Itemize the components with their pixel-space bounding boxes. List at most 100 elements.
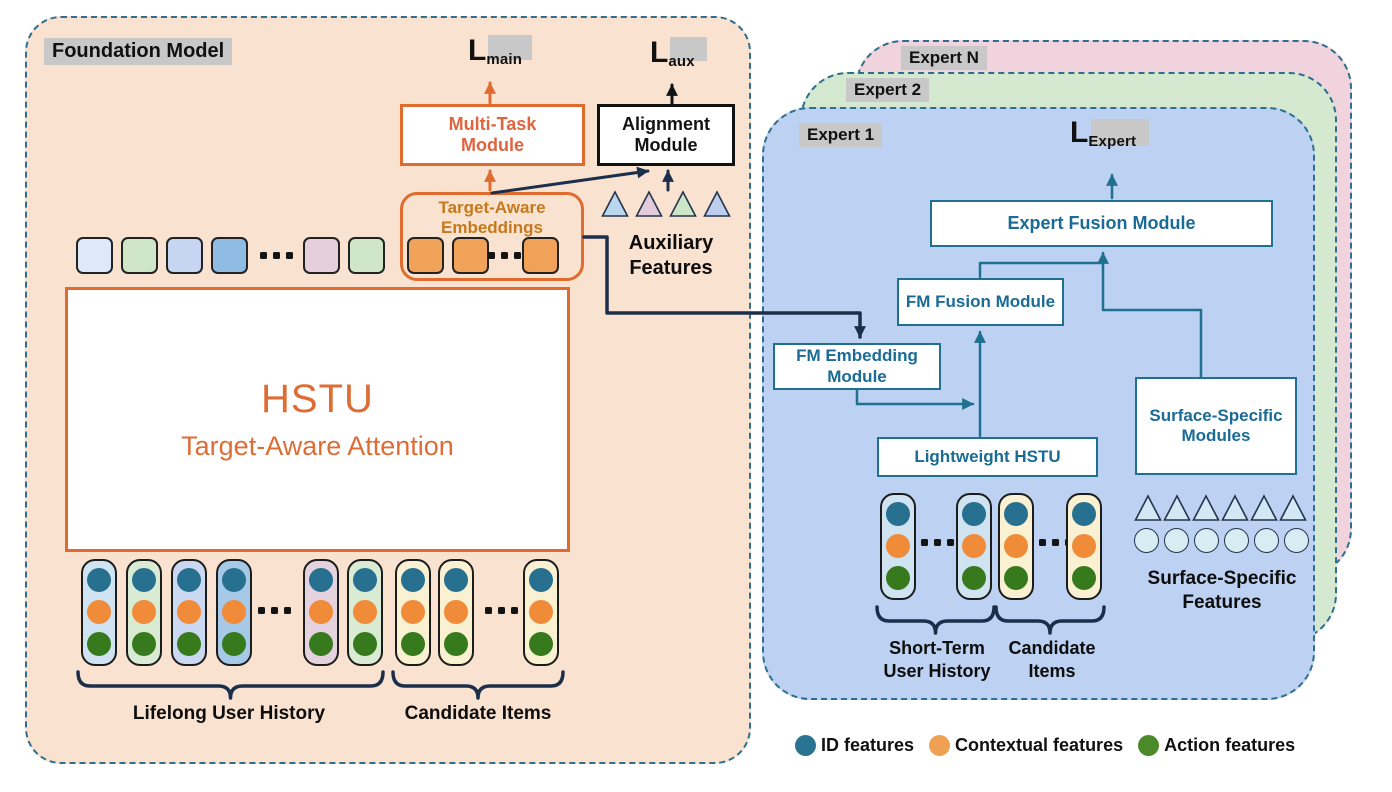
contextual-feature-circle — [529, 600, 553, 624]
contextual-feature-circle — [401, 600, 425, 624]
contextual-feature-circle — [222, 600, 246, 624]
action-feature-circle — [177, 632, 201, 656]
embedding-square — [211, 237, 248, 274]
contextual-feature-circle — [309, 600, 333, 624]
embedding-squares-left — [76, 237, 248, 274]
target-aware-embeddings-label: Target-Aware Embeddings — [438, 198, 546, 238]
candidate-items-label: Candidate Items — [404, 703, 552, 724]
foundation-model-title: Foundation Model — [44, 38, 233, 65]
embedding-square — [121, 237, 158, 274]
legend-label: Action features — [1164, 735, 1296, 755]
action-feature-circle — [222, 632, 246, 656]
expert-candidate-items-label: Candidate Items — [1008, 638, 1096, 681]
legend-color-dot — [795, 735, 816, 756]
contextual-feature-circle — [1072, 534, 1096, 558]
triangle-icon — [1250, 494, 1278, 521]
circle-icon — [1224, 528, 1249, 553]
contextual-feature-circle — [962, 534, 986, 558]
candidate-capsules-right — [523, 559, 559, 666]
short-term-user-history-label: Short-Term User History — [883, 638, 991, 681]
surface-specific-modules-label: Surface-Specific Modules — [1149, 405, 1283, 445]
id-feature-circle — [353, 568, 377, 592]
lifelong-user-history-label: Lifelong User History — [132, 703, 326, 724]
action-feature-circle — [529, 632, 553, 656]
contextual-feature-circle — [132, 600, 156, 624]
circle-icon — [1164, 528, 1189, 553]
expert-n-label: Expert N — [901, 46, 987, 70]
id-feature-circle — [401, 568, 425, 592]
action-feature-circle — [309, 632, 333, 656]
alignment-module-label: Alignment Module — [622, 113, 710, 155]
lightweight-hstu-label: Lightweight HSTU — [914, 446, 1061, 466]
surface-feature-triangles — [1134, 494, 1307, 522]
contextual-feature-circle — [177, 600, 201, 624]
lifelong-capsules-left — [81, 559, 252, 666]
hstu-subtitle: Target-Aware Attention — [181, 431, 454, 462]
circle-icon — [1284, 528, 1309, 553]
lifelong-capsules-right — [303, 559, 383, 666]
ellipsis-dots — [258, 607, 291, 614]
id-feature-circle — [132, 568, 156, 592]
feature-capsule — [303, 559, 339, 666]
multi-task-module-label: Multi-Task Module — [448, 113, 537, 155]
action-feature-circle — [1072, 566, 1096, 590]
loss-aux-highlight — [670, 37, 707, 61]
feature-capsule — [347, 559, 383, 666]
triangle-icon — [1279, 494, 1307, 521]
triangle-icon — [1163, 494, 1191, 521]
id-feature-circle — [1004, 502, 1028, 526]
embedding-square — [166, 237, 203, 274]
action-feature-circle — [886, 566, 910, 590]
ellipsis-dots — [260, 252, 293, 259]
embedding-square — [522, 237, 559, 274]
contextual-feature-circle — [353, 600, 377, 624]
triangle-icon — [1221, 494, 1249, 521]
action-feature-circle — [962, 566, 986, 590]
feature-capsule — [171, 559, 207, 666]
contextual-feature-circle — [886, 534, 910, 558]
auxiliary-feature-triangles — [601, 190, 731, 218]
embedding-square — [407, 237, 444, 274]
alignment-module-box: Alignment Module — [597, 104, 735, 166]
fm-embedding-module-box: FM Embedding Module — [773, 343, 941, 390]
loss-main-symbol: L — [468, 34, 487, 67]
triangle-icon — [601, 190, 629, 217]
feature-capsule — [998, 493, 1034, 600]
id-feature-circle — [1072, 502, 1096, 526]
multi-task-module-box: Multi-Task Module — [400, 104, 585, 166]
feature-capsule — [81, 559, 117, 666]
legend-label: ID features — [821, 735, 915, 755]
id-feature-circle — [444, 568, 468, 592]
id-feature-circle — [962, 502, 986, 526]
hstu-box: HSTU Target-Aware Attention — [65, 287, 570, 552]
expert-candidate-capsules-left — [998, 493, 1034, 600]
short-term-capsules-right — [956, 493, 992, 600]
surface-feature-circles — [1134, 528, 1309, 553]
expert-fusion-module-box: Expert Fusion Module — [930, 200, 1273, 247]
loss-expert-highlight — [1091, 119, 1149, 146]
id-feature-circle — [529, 568, 553, 592]
expert-candidate-capsules-right — [1066, 493, 1102, 600]
loss-aux-subscript: aux — [668, 53, 695, 70]
action-feature-circle — [444, 632, 468, 656]
feature-capsule — [216, 559, 252, 666]
circle-icon — [1194, 528, 1219, 553]
auxiliary-features-label: Auxiliary Features — [628, 232, 714, 279]
embedding-square — [348, 237, 385, 274]
action-feature-circle — [87, 632, 111, 656]
id-feature-circle — [886, 502, 910, 526]
triangle-icon — [703, 190, 731, 217]
id-feature-circle — [309, 568, 333, 592]
ellipsis-dots — [485, 607, 518, 614]
id-feature-circle — [87, 568, 111, 592]
loss-main-highlight — [488, 35, 532, 60]
expert-1-label: Expert 1 — [799, 123, 883, 147]
action-feature-circle — [353, 632, 377, 656]
legend-label: Contextual features — [955, 735, 1124, 755]
triangle-icon — [1192, 494, 1220, 521]
legend-color-dot — [929, 735, 951, 756]
id-feature-circle — [177, 568, 201, 592]
action-feature-circle — [132, 632, 156, 656]
